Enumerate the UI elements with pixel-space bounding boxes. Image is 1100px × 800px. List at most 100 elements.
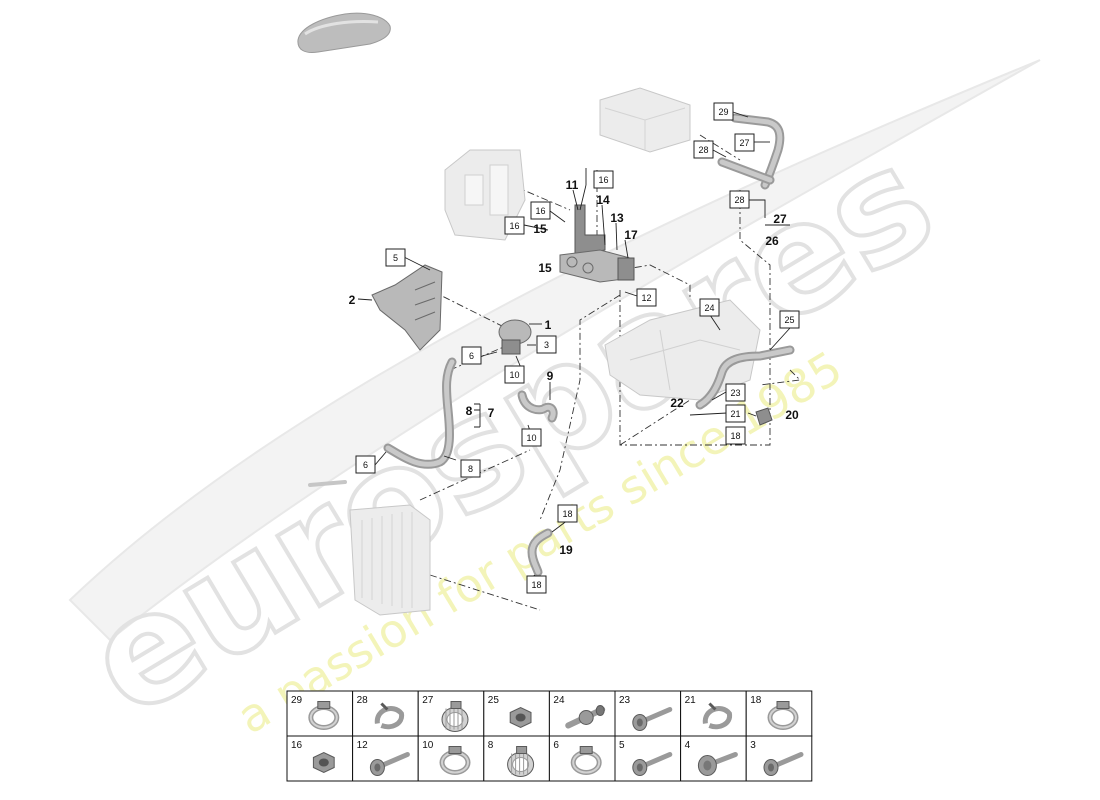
callout-29: 29 bbox=[713, 102, 734, 121]
svg-text:12: 12 bbox=[641, 293, 651, 303]
bracket-11 bbox=[574, 204, 606, 256]
legend-cell: 12 bbox=[352, 735, 419, 782]
callout-18: 18 bbox=[557, 504, 578, 523]
legend-number: 29 bbox=[291, 695, 303, 706]
label-2: 2 bbox=[349, 293, 356, 307]
svg-text:27: 27 bbox=[739, 138, 749, 148]
callout-18: 18 bbox=[526, 575, 547, 594]
svg-text:6: 6 bbox=[469, 351, 474, 361]
callout-6: 6 bbox=[355, 455, 376, 474]
label-13: 13 bbox=[610, 211, 624, 225]
callout-12: 12 bbox=[636, 288, 657, 307]
legend-number: 6 bbox=[553, 740, 559, 751]
legend-number: 24 bbox=[553, 695, 565, 706]
callout-16: 16 bbox=[593, 170, 614, 189]
legend-number: 16 bbox=[291, 740, 303, 751]
svg-text:24: 24 bbox=[704, 303, 714, 313]
svg-text:16: 16 bbox=[535, 206, 545, 216]
band-clamp-icon bbox=[441, 701, 469, 732]
legend-number: 27 bbox=[422, 695, 434, 706]
label-19: 19 bbox=[559, 543, 573, 557]
label-9: 9 bbox=[547, 369, 554, 383]
hex-nut-icon bbox=[509, 706, 532, 729]
callout-18: 18 bbox=[725, 426, 746, 445]
callout-10: 10 bbox=[521, 428, 542, 447]
bolt-icon bbox=[763, 752, 804, 776]
radiator bbox=[349, 504, 431, 616]
label-11: 11 bbox=[566, 178, 579, 192]
callout-10: 10 bbox=[504, 365, 525, 384]
svg-text:25: 25 bbox=[784, 315, 794, 325]
callout-16: 16 bbox=[504, 216, 525, 235]
legend-number: 4 bbox=[685, 740, 691, 751]
svg-text:29: 29 bbox=[718, 107, 728, 117]
valve-assembly-13-14-17 bbox=[559, 249, 635, 283]
label-1: 1 bbox=[545, 318, 552, 332]
label-20: 20 bbox=[785, 408, 799, 422]
svg-text:28: 28 bbox=[698, 145, 708, 155]
label-8: 8 bbox=[466, 404, 473, 418]
flange-bolt-icon bbox=[697, 752, 738, 776]
legend-cell: 21 bbox=[680, 690, 747, 737]
spring-clip-icon bbox=[374, 702, 405, 730]
legend-number: 18 bbox=[750, 695, 762, 706]
legend-cell: 23 bbox=[614, 690, 682, 737]
bolt-icon bbox=[369, 752, 410, 776]
svg-text:6: 6 bbox=[363, 460, 368, 470]
label-22: 22 bbox=[670, 396, 684, 410]
label-7: 7 bbox=[488, 406, 495, 420]
callout-8: 8 bbox=[460, 459, 481, 478]
callout-21: 21 bbox=[725, 404, 746, 423]
legend-cell: 25 bbox=[483, 690, 550, 737]
hose-clamp-icon bbox=[308, 701, 340, 730]
label-27: 27 bbox=[773, 212, 787, 226]
label-26: 26 bbox=[765, 234, 779, 248]
legend-cell: 3 bbox=[745, 735, 813, 782]
spring-clip-icon bbox=[702, 702, 733, 730]
hose-clamp-icon bbox=[570, 746, 602, 775]
legend-cell: 10 bbox=[417, 735, 485, 782]
car-silhouette-icon bbox=[297, 12, 391, 53]
svg-text:16: 16 bbox=[509, 221, 519, 231]
svg-text:28: 28 bbox=[734, 195, 744, 205]
legend-number: 23 bbox=[619, 695, 631, 706]
callouts: 29 27 28 16 28 16 16 5 12 24 25 3 6 10 2… bbox=[355, 102, 800, 594]
legend-number: 28 bbox=[357, 695, 369, 706]
svg-text:18: 18 bbox=[562, 509, 572, 519]
callout-16: 16 bbox=[530, 201, 551, 220]
legend-number: 8 bbox=[488, 740, 494, 751]
legend-number: 10 bbox=[422, 740, 434, 751]
legend-cell: 18 bbox=[745, 690, 813, 737]
label-14: 14 bbox=[596, 193, 610, 207]
legend-number: 25 bbox=[488, 695, 500, 706]
callout-28: 28 bbox=[729, 190, 750, 209]
svg-text:5: 5 bbox=[393, 253, 398, 263]
fastener-legend: 29 28 27 25 24 23 21 18 16 12 10 8 6 5 4 3 bbox=[286, 690, 813, 782]
svg-text:18: 18 bbox=[531, 580, 541, 590]
callout-24: 24 bbox=[699, 298, 720, 317]
hose-clamp-icon bbox=[439, 746, 471, 775]
callout-28: 28 bbox=[693, 140, 714, 159]
legend-cell: 4 bbox=[680, 735, 747, 782]
svg-text:23: 23 bbox=[730, 388, 740, 398]
svg-text:3: 3 bbox=[544, 340, 549, 350]
hose-29-27 bbox=[717, 113, 785, 190]
pipe-6 bbox=[308, 480, 347, 487]
callout-27: 27 bbox=[734, 133, 755, 152]
legend-cell: 29 bbox=[286, 690, 354, 737]
part-labels: 27 26 11 14 13 17 15 15 2 1 9 8 7 22 20 … bbox=[349, 178, 799, 557]
svg-text:10: 10 bbox=[526, 433, 536, 443]
hose-23-24-25 bbox=[695, 345, 795, 410]
legend-cell: 28 bbox=[352, 690, 419, 737]
hose-8 bbox=[383, 357, 457, 469]
label-15: 15 bbox=[533, 222, 547, 236]
legend-cell: 27 bbox=[417, 690, 485, 737]
label-15: 15 bbox=[538, 261, 552, 275]
legend-number: 12 bbox=[357, 740, 369, 751]
legend-number: 21 bbox=[685, 695, 697, 706]
legend-cell: 5 bbox=[614, 735, 682, 782]
legend-number: 5 bbox=[619, 740, 625, 751]
hose-clamp-icon bbox=[767, 701, 799, 730]
legend-cell: 6 bbox=[548, 735, 616, 782]
svg-text:8: 8 bbox=[468, 464, 473, 474]
